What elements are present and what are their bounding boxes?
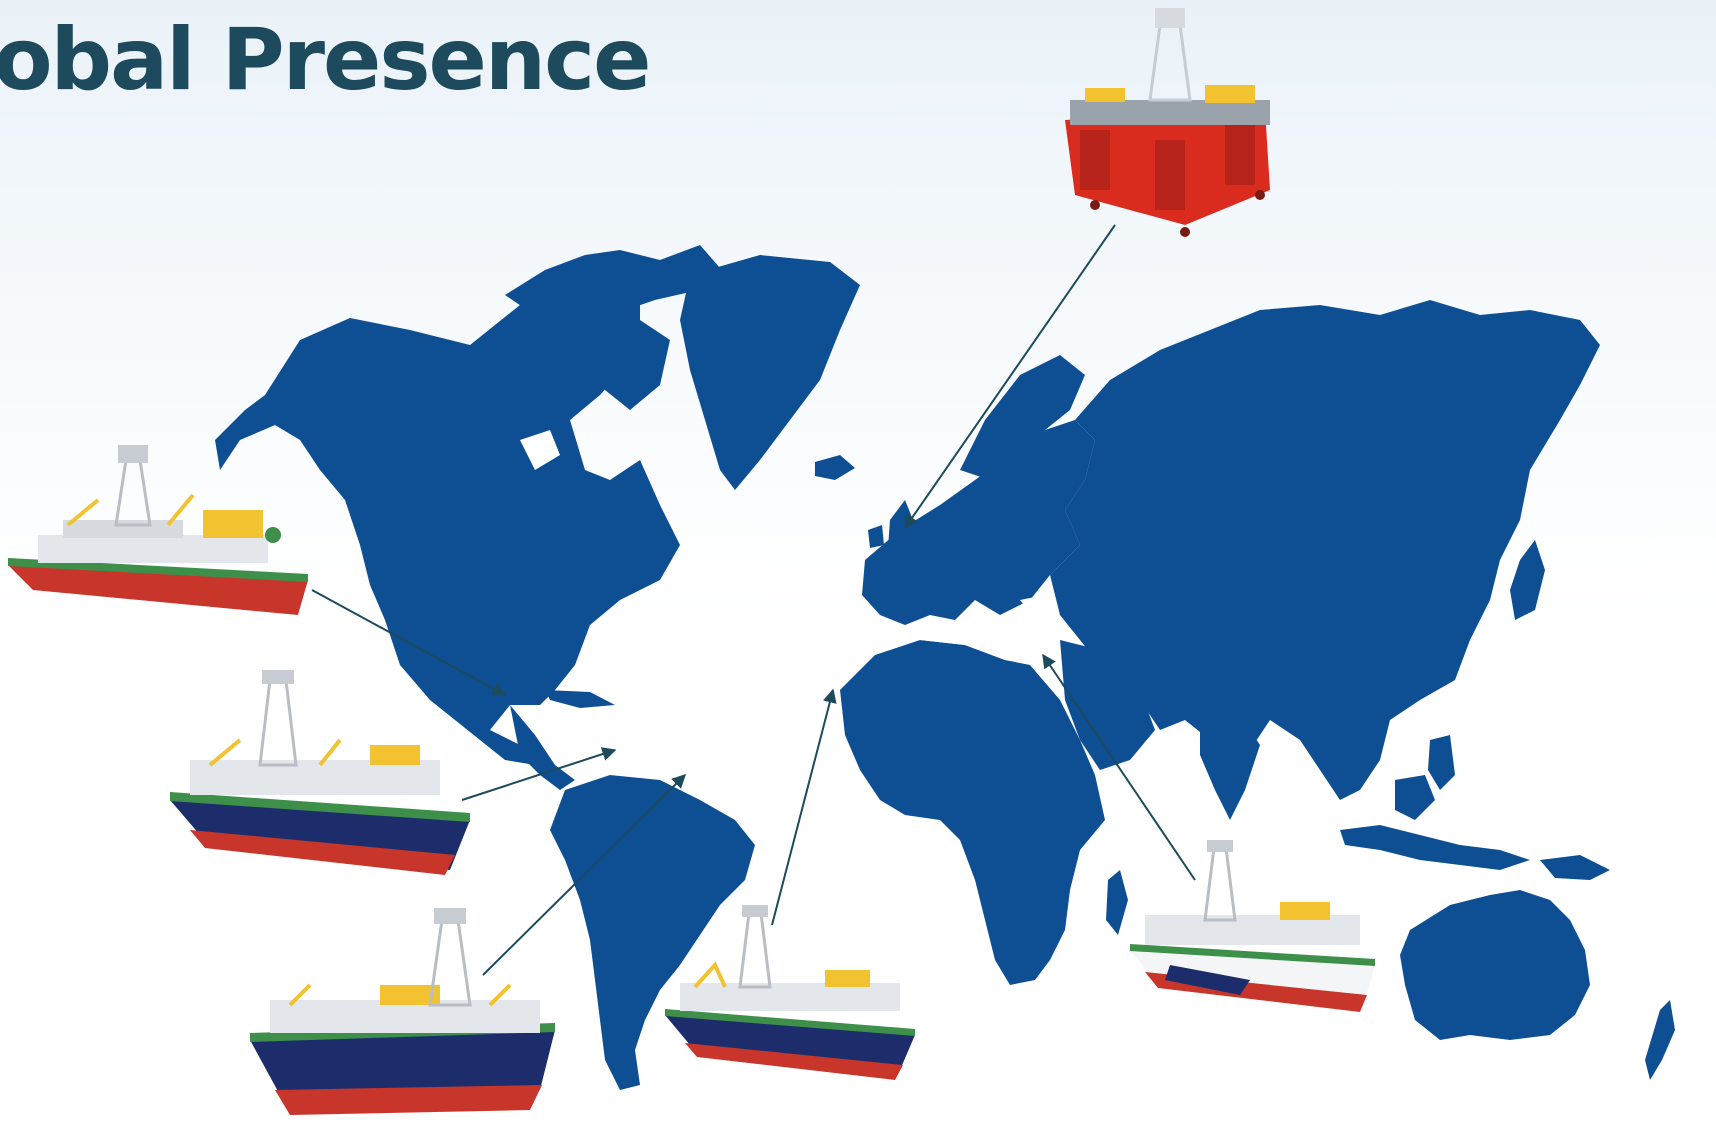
- hudson-bay-island: [520, 430, 560, 470]
- cuba-landmass: [545, 690, 615, 708]
- australia-landmass: [1400, 890, 1590, 1040]
- philippines-landmass: [1428, 735, 1455, 790]
- borneo-landmass: [1395, 775, 1435, 820]
- central-america-landmass: [510, 705, 575, 790]
- indonesia-landmass: [1340, 825, 1530, 870]
- drillship-west-africa: [665, 905, 920, 1085]
- baffin-island-landmass: [595, 320, 670, 410]
- india-landmass: [1200, 715, 1260, 820]
- drillship-icon: [250, 908, 555, 1115]
- drillship-icon: [170, 670, 470, 875]
- mediterranean-sea: [870, 625, 1040, 665]
- drillship-brazil: [250, 905, 565, 1120]
- drillship-east-mediterranean: [1130, 840, 1380, 1015]
- drillship-icon: [8, 445, 308, 615]
- new-zealand-landmass: [1645, 1000, 1675, 1080]
- ireland-landmass: [868, 525, 884, 548]
- drillship-gulf-of-mexico: [8, 440, 318, 650]
- semi-submersible-north-sea: [1055, 0, 1285, 255]
- iceland-landmass: [815, 455, 855, 480]
- madagascar-landmass: [1106, 870, 1128, 935]
- black-sea: [1020, 595, 1055, 612]
- north-america-landmass: [215, 290, 680, 765]
- new-guinea-landmass: [1540, 855, 1610, 880]
- drillship-icon: [665, 905, 915, 1080]
- greenland-landmass: [680, 255, 860, 490]
- drillship-caribbean: [170, 670, 480, 885]
- arctic-islands-landmass: [505, 245, 720, 315]
- page-title: lobal Presence: [0, 10, 651, 110]
- japan-landmass: [1510, 540, 1545, 620]
- semi-submersible-rig-icon: [1065, 8, 1270, 237]
- africa-landmass: [840, 640, 1105, 985]
- drillship-icon: [1130, 840, 1375, 1012]
